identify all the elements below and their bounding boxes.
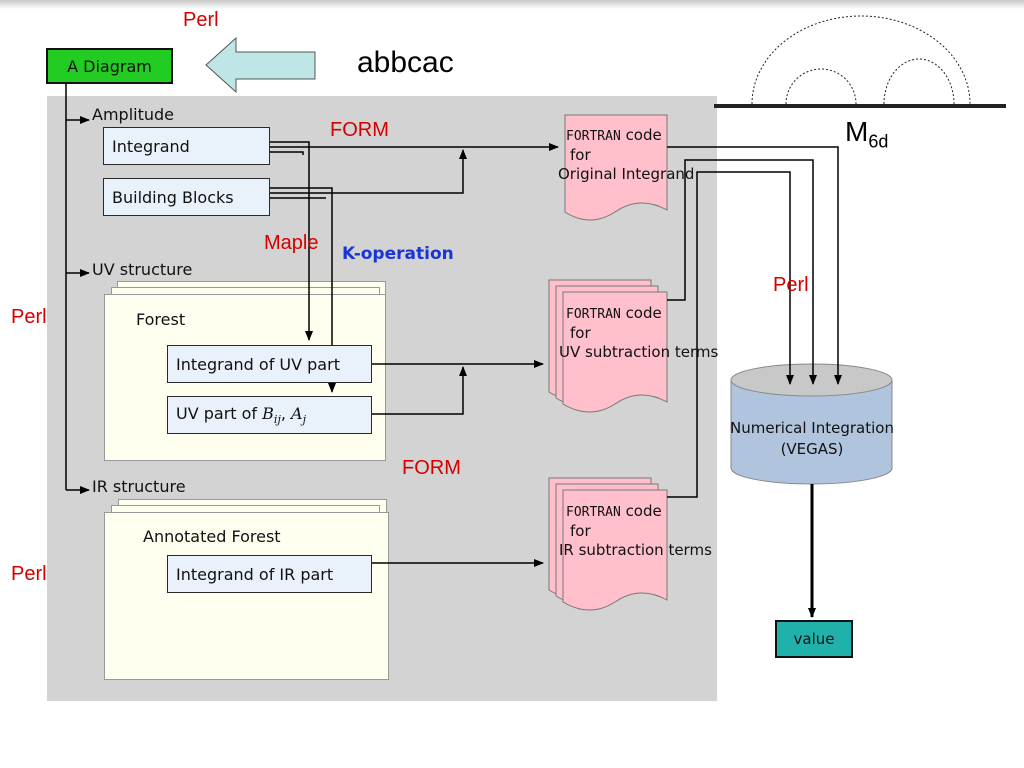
doc-original-title: Original Integrand	[558, 165, 695, 183]
ir-structure-heading: IR structure	[92, 477, 186, 496]
ir-integrand-label: Integrand of IR part	[176, 564, 334, 584]
integration-text: Numerical Integration (VEGAS)	[712, 418, 912, 460]
a-diagram-box[interactable]: A Diagram	[46, 48, 173, 84]
doc-ir-shape	[548, 477, 668, 611]
k-operation-label: K-operation	[342, 244, 454, 264]
big-left-arrow-icon	[205, 36, 316, 94]
uv-integrand-label: Integrand of UV part	[176, 354, 340, 374]
maple-label: Maple	[264, 232, 319, 254]
uv-part-box[interactable]: UV part of Bij, Aj	[167, 396, 372, 434]
perl-label-left-ir: Perl	[11, 563, 47, 585]
doc-original-for: for	[570, 146, 591, 164]
m6d-label: M6d	[845, 116, 888, 153]
form-label-bottom: FORM	[402, 457, 461, 479]
doc-original-fortran: FORTRAN	[566, 129, 621, 144]
value-label: value	[793, 630, 835, 648]
integration-line1: Numerical Integration	[730, 419, 894, 437]
doc-original-shape	[564, 114, 668, 221]
doc-original-code: code	[620, 126, 662, 144]
title-text: abbcac	[357, 46, 454, 79]
integration-line2: (VEGAS)	[780, 440, 844, 458]
m6d-feynman-icon	[714, 15, 1006, 108]
doc-ir-text: FORTRAN code for IR subtraction terms	[559, 502, 712, 560]
uv-part-prefix: UV part of	[176, 403, 263, 423]
cylinder-shape	[730, 363, 893, 485]
integrand-label: Integrand	[112, 136, 190, 156]
uv-forest-label: Forest	[136, 310, 186, 329]
ir-integrand-box[interactable]: Integrand of IR part	[167, 555, 372, 593]
amplitude-heading: Amplitude	[92, 105, 174, 124]
doc-uv-fortran: FORTRAN	[566, 307, 621, 322]
uv-structure-heading: UV structure	[92, 260, 193, 279]
doc-uv-shape	[548, 279, 668, 413]
doc-uv-for: for	[570, 324, 591, 342]
uv-part-sub-ij: ij	[273, 413, 281, 427]
ir-forest-label: Annotated Forest	[143, 527, 281, 546]
uv-integrand-box[interactable]: Integrand of UV part	[167, 345, 372, 383]
perl-label-right: Perl	[773, 274, 809, 296]
uv-part-label: UV part of Bij, Aj	[176, 404, 306, 426]
m6d-sub: 6d	[868, 131, 889, 152]
doc-ir-for: for	[570, 522, 591, 540]
uv-part-sub-j: j	[302, 413, 307, 427]
doc-ir-title: IR subtraction terms	[559, 541, 712, 559]
perl-label-top: Perl	[183, 9, 219, 31]
a-diagram-label: A Diagram	[67, 56, 152, 76]
doc-uv-code: code	[620, 304, 662, 322]
top-bar	[0, 0, 1024, 9]
doc-original-text: FORTRAN code for Original Integrand	[558, 126, 694, 184]
integrand-box[interactable]: Integrand	[103, 127, 270, 165]
uv-part-math-b: B	[262, 403, 274, 423]
ir-forest-sheet-front	[104, 512, 389, 680]
doc-uv-title: UV subtraction terms	[559, 343, 719, 361]
uv-part-math-a: A	[291, 403, 303, 423]
doc-uv-text: FORTRAN code for UV subtraction terms	[559, 304, 718, 362]
doc-ir-fortran: FORTRAN	[566, 505, 621, 520]
perl-label-left-uv: Perl	[11, 306, 47, 328]
form-label-top: FORM	[330, 119, 389, 141]
value-box[interactable]: value	[775, 620, 853, 658]
building-blocks-box[interactable]: Building Blocks	[103, 178, 270, 216]
doc-ir-code: code	[620, 502, 662, 520]
uv-part-comma: ,	[280, 403, 292, 423]
m6d-main: M	[845, 116, 869, 147]
building-blocks-label: Building Blocks	[112, 187, 234, 207]
